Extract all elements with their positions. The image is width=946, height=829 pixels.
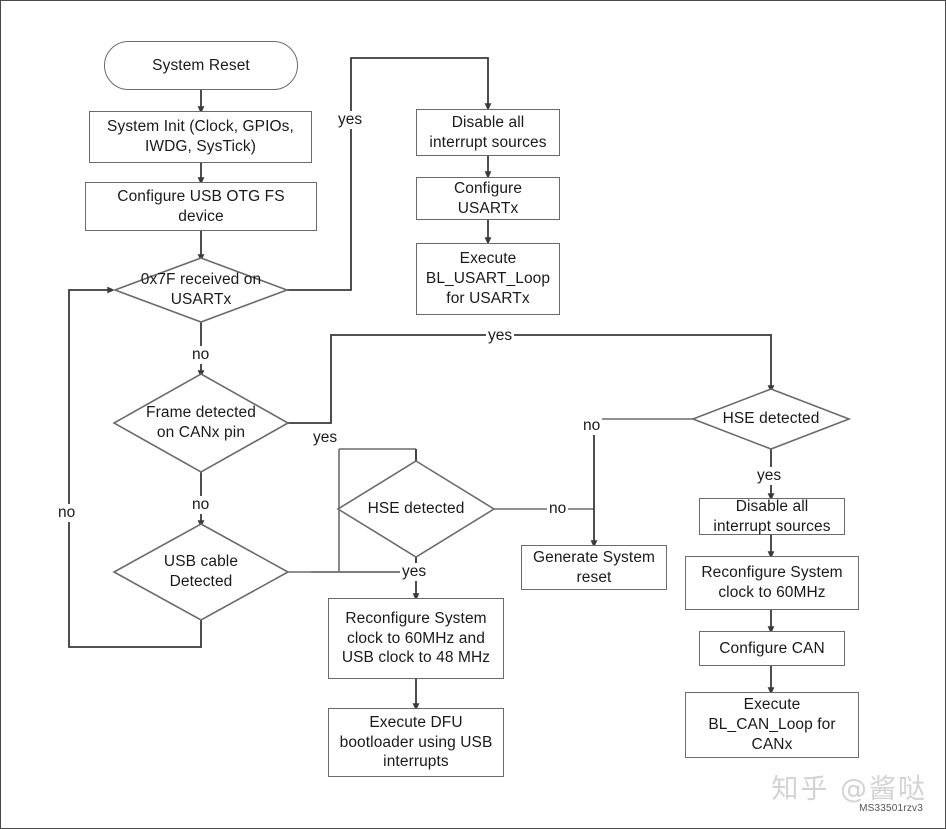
decision-hse-right-label: HSE detected <box>722 410 820 428</box>
node-reconfigure-usb-clock[interactable]: Reconfigure System clock to 60MHz and US… <box>328 598 504 679</box>
edge-label-no-hse-mid: no <box>547 500 569 518</box>
edge-label-no-hse-right: no <box>581 417 603 435</box>
decision-frame-detected-can[interactable]: Frame detected on CANx pin <box>114 396 288 450</box>
node-execute-bl-can-loop[interactable]: Execute BL_CAN_Loop for CANx <box>685 692 859 758</box>
node-configure-usb-otg[interactable]: Configure USB OTG FS device <box>85 182 317 231</box>
node-configure-usartx[interactable]: Configure USARTx <box>416 177 560 220</box>
edge-label-no-frame-can: no <box>190 496 212 514</box>
edge-label-yes-hse-mid: yes <box>400 563 429 581</box>
decision-frame-label: Frame detected on CANx pin <box>146 404 256 441</box>
edge-label-no-loopback: no <box>56 504 78 522</box>
decision-hse-detected-usb[interactable]: HSE detected <box>338 492 494 526</box>
edge-label-yes-frame-can: yes <box>311 429 340 447</box>
decision-0x7f-received[interactable]: 0x7F received on USARTx <box>115 263 287 317</box>
edge-label-yes-top-right: yes <box>486 327 515 345</box>
decision-0x7f-label: 0x7F received on USARTx <box>140 271 262 308</box>
node-generate-system-reset[interactable]: Generate System reset <box>521 545 667 590</box>
edge-label-no-0x7f: no <box>190 346 212 364</box>
figure-caption-id: MS33501rzv3 <box>859 803 923 814</box>
node-system-init[interactable]: System Init (Clock, GPIOs, IWDG, SysTick… <box>89 111 312 163</box>
node-disable-interrupts-can[interactable]: Disable all interrupt sources <box>699 498 845 535</box>
edge-label-yes-usart: yes <box>336 111 365 129</box>
node-configure-can[interactable]: Configure CAN <box>699 631 845 666</box>
decision-hse-detected-can[interactable]: HSE detected <box>693 402 849 436</box>
node-execute-dfu-bootloader[interactable]: Execute DFU bootloader using USB interru… <box>328 708 504 777</box>
node-reconfigure-can-clock[interactable]: Reconfigure System clock to 60MHz <box>685 556 859 610</box>
edge-label-yes-hse-right: yes <box>755 467 784 485</box>
decision-usb-cable-label: USB cable Detected <box>163 553 239 590</box>
node-disable-interrupts-usart[interactable]: Disable all interrupt sources <box>416 109 560 156</box>
decision-usb-cable-detected[interactable]: USB cable Detected <box>114 545 288 599</box>
decision-hse-mid-label: HSE detected <box>367 500 465 518</box>
node-system-reset[interactable]: System Reset <box>104 41 298 90</box>
node-execute-bl-usart-loop[interactable]: Execute BL_USART_Loop for USARTx <box>416 243 560 315</box>
